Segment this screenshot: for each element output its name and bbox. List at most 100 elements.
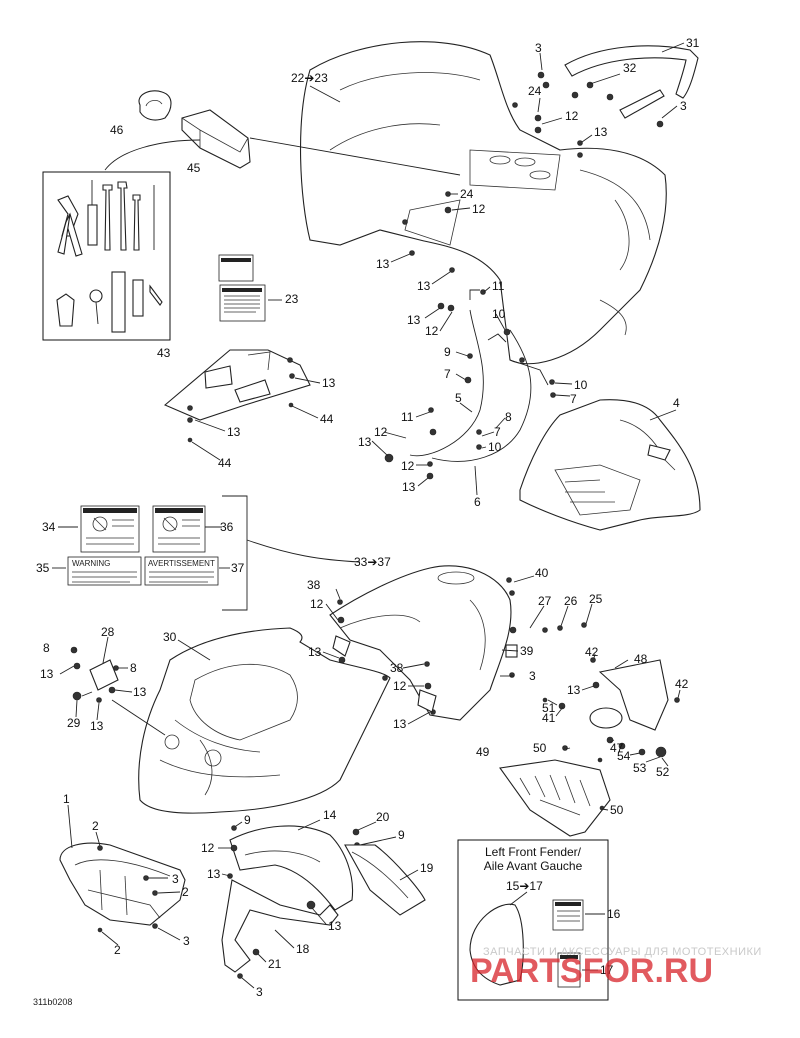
part-label-13: 13	[227, 425, 241, 439]
part-label-30: 30	[163, 630, 177, 644]
part-label-2: 2	[182, 885, 189, 899]
part-label-43: 43	[157, 346, 171, 360]
tool-set-box	[42, 171, 171, 341]
part-label-34: 34	[42, 520, 56, 534]
part-label-3: 3	[529, 669, 536, 683]
inset-box-left-front-fender: Left Front Fender/ Aile Avant Gauche	[457, 839, 609, 1001]
part-label-3: 3	[183, 934, 190, 948]
part-label-4: 4	[673, 396, 680, 410]
part-label-11: 11	[492, 279, 505, 293]
fender-bracket	[221, 879, 339, 979]
part-label-44: 44	[320, 412, 334, 426]
part-label-10: 10	[574, 378, 588, 392]
part-label-50: 50	[610, 803, 624, 817]
part-label-13: 13	[376, 257, 390, 271]
part-label-35: 35	[36, 561, 50, 575]
part-label-12: 12	[310, 597, 324, 611]
part-label-20: 20	[376, 810, 390, 824]
part-label-1: 1	[63, 792, 70, 806]
part-label-19: 19	[420, 861, 434, 875]
part-label-13: 13	[407, 313, 421, 327]
part-label-12: 12	[201, 841, 215, 855]
decal-35-warning-text: WARNING	[72, 559, 110, 568]
part-label-8: 8	[505, 410, 512, 424]
part-label-46: 46	[110, 123, 124, 137]
part-label-26: 26	[564, 594, 578, 608]
part-label-12: 12	[425, 324, 439, 338]
part-label-49: 49	[476, 745, 490, 759]
leader-lines	[59, 42, 685, 989]
part-label-13: 13	[417, 279, 431, 293]
part-label-18: 18	[296, 942, 310, 956]
part-label-3: 3	[172, 872, 179, 886]
part-label-3: 3	[256, 985, 263, 999]
part-label-13: 13	[393, 717, 407, 731]
part-label-13: 13	[328, 919, 342, 933]
warning-decals-group: WARNING AVERTISSEMENT	[67, 505, 219, 586]
bracket-48	[542, 657, 680, 758]
part-label-15-17: 15➔17	[506, 879, 543, 893]
part-label-48: 48	[634, 652, 648, 666]
part-label-13: 13	[308, 645, 322, 659]
rear-rack-bar	[564, 45, 699, 119]
part-label-13: 13	[40, 667, 54, 681]
part-label-16: 16	[607, 907, 621, 921]
watermark-text-line1: ЗАПЧАСТИ И АКСЕССУАРЫ ДЛЯ МОТОТЕХНИКИ	[483, 946, 762, 958]
part-label-10: 10	[488, 440, 502, 454]
part-label-33-37: 33➔37	[354, 555, 391, 569]
part-label-36: 36	[220, 520, 234, 534]
part-label-13: 13	[358, 435, 372, 449]
part-label-24: 24	[528, 84, 542, 98]
part-label-9: 9	[244, 813, 251, 827]
part-label-28: 28	[101, 625, 115, 639]
part-label-13: 13	[567, 683, 581, 697]
decal-23-group	[218, 254, 266, 322]
part-label-50: 50	[533, 741, 547, 755]
part-label-13: 13	[594, 125, 608, 139]
part-label-54: 54	[617, 749, 631, 763]
part-label-24: 24	[460, 187, 474, 201]
storage-compartment	[519, 399, 701, 531]
inset-title-line1: Left Front Fender/	[485, 845, 582, 859]
part-label-38: 38	[307, 578, 321, 592]
watermark-logo-text: PARTSFOR.RU	[470, 952, 713, 990]
part-label-22-23: 22➔23	[291, 71, 328, 85]
skid-plate	[499, 745, 611, 837]
part-label-6: 6	[474, 495, 481, 509]
part-label-2: 2	[114, 943, 121, 957]
part-label-52: 52	[656, 765, 670, 779]
part-label-29: 29	[67, 716, 81, 730]
part-label-31: 31	[686, 36, 700, 50]
part-label-13: 13	[90, 719, 104, 733]
part-label-40: 40	[535, 566, 549, 580]
part-label-39: 39	[520, 644, 534, 658]
inset-title-line2: Aile Avant Gauche	[484, 859, 583, 873]
part-label-32: 32	[623, 61, 637, 75]
part-label-13: 13	[322, 376, 336, 390]
part-label-5: 5	[455, 391, 462, 405]
part-label-37: 37	[231, 561, 245, 575]
part-number-labels: 31 3 32 3 22➔23 24 12 13 46 45 24 12 13 …	[36, 36, 700, 999]
part-label-13: 13	[207, 867, 221, 881]
heat-shield-plate	[163, 349, 311, 443]
tool-kit-strap	[138, 90, 172, 121]
part-label-23: 23	[285, 292, 299, 306]
decal-37-avertissement-text: AVERTISSEMENT	[148, 559, 215, 568]
part-label-44: 44	[218, 456, 232, 470]
part-label-7: 7	[570, 392, 577, 406]
part-label-14: 14	[323, 808, 337, 822]
document-code: 311b0208	[33, 997, 72, 1007]
front-bumper	[59, 842, 186, 933]
part-label-27: 27	[538, 594, 552, 608]
part-label-51: 51	[542, 701, 556, 715]
part-label-41: 41	[542, 711, 556, 725]
mud-flap	[344, 844, 426, 916]
part-label-42: 42	[585, 645, 599, 659]
front-hood	[138, 627, 391, 814]
part-label-10: 10	[492, 307, 506, 321]
part-label-8: 8	[43, 641, 50, 655]
part-label-9: 9	[444, 345, 451, 359]
rear-fender	[300, 41, 667, 365]
part-label-12: 12	[401, 459, 415, 473]
